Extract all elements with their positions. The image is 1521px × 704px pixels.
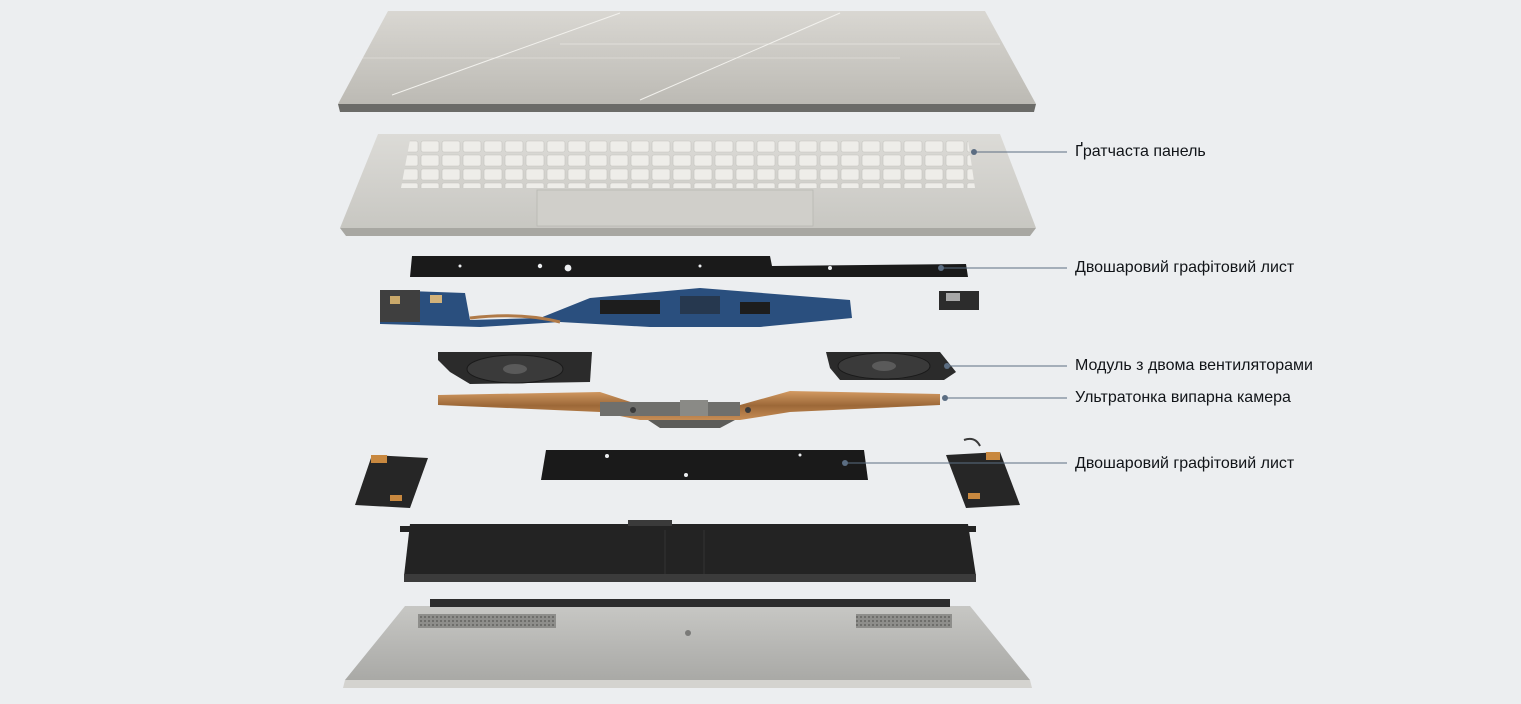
callout-label-vapor-chamber: Ультратонка випарна камера [1075, 389, 1291, 406]
dual-fan-module [438, 352, 956, 384]
laptop-lid [338, 11, 1036, 112]
callout-leaders [842, 149, 1067, 466]
callout-label-graphite-sheet-top: Двошаровий графітовий лист [1075, 259, 1295, 276]
callout-label-grille-panel: Ґратчаста панель [1075, 143, 1206, 160]
vapor-chamber [438, 391, 940, 428]
speaker-left [355, 455, 428, 508]
graphite-sheet-bottom [541, 450, 868, 480]
bottom-case [343, 599, 1032, 688]
grille-keyboard [401, 140, 975, 188]
motherboard [380, 288, 979, 327]
touchpad [536, 189, 814, 227]
callout-label-dual-fan-module: Модуль з двома вентиляторами [1075, 357, 1313, 374]
graphite-sheet-top [410, 256, 968, 277]
keyboard-deck [340, 134, 1036, 236]
battery [400, 520, 976, 582]
speaker-right [946, 437, 1020, 508]
callout-label-graphite-sheet-bottom: Двошаровий графітовий лист [1075, 455, 1295, 472]
